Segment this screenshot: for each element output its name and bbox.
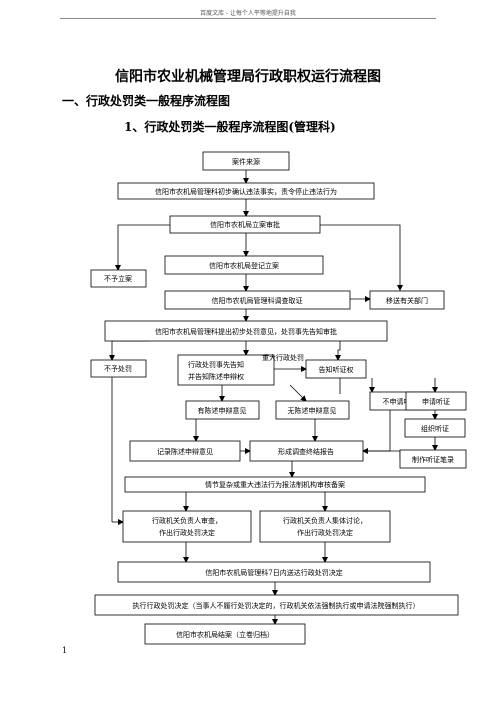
- node-prior-notice: 行政处罚事先告知 并告知陈述申辩权: [177, 354, 275, 386]
- node-label: 信阳市农机局管理科7日内送达行政处罚决定: [205, 568, 342, 577]
- node-close-case: 信阳市农机局结案（立卷归档）: [144, 623, 306, 645]
- page-header: 百度文库 - 让每个人平等地提升自我: [200, 10, 296, 17]
- node-organize-hearing: 组织听证: [404, 418, 466, 438]
- node-label: 无陈述申辩意见: [288, 406, 337, 415]
- node-legal-review: 情节复杂或重大违法行为报法制机构审核备案: [124, 476, 426, 493]
- node-label: 执行行政处罚决定（当事人不履行处罚决定的，行政机关依法强制执行或申请法院强制执行…: [133, 601, 420, 610]
- node-propose-opinion: 信阳市农机局管理科提出初步处罚意见，处罚事先告知审批: [104, 320, 388, 342]
- connectors: [109, 170, 438, 625]
- node-label: 不申请听证: [383, 397, 418, 406]
- node-investigation: 信阳市农机局管理科调查取证: [164, 290, 351, 310]
- node-label: 记录陈述申辩意见: [157, 447, 213, 456]
- node-label: 有陈述申辩意见: [198, 406, 247, 415]
- node-label: 并告知陈述申辩权: [188, 372, 244, 381]
- node-hearing-transcript: 制作听证笔录: [399, 449, 467, 469]
- node-record-statement: 记录陈述申辩意见: [129, 440, 241, 462]
- node-label: 不予处罚: [104, 364, 132, 373]
- node-serve-decision: 信阳市农机局管理科7日内送达行政处罚决定: [117, 561, 431, 583]
- node-label: 作出行政处罚决定: [159, 528, 215, 537]
- node-label: 信阳市农机局立案审批: [210, 220, 280, 229]
- node-label: 信阳市农机局管理科调查取证: [212, 296, 303, 305]
- node-no-filing: 不予立案: [90, 269, 147, 288]
- node-label: 信阳市农机局结案（立卷归档）: [176, 630, 274, 639]
- node-label: 案件来源: [232, 157, 260, 166]
- node-no-statement: 无陈述申辩意见: [275, 400, 350, 420]
- node-label: 告知听证权: [319, 365, 354, 374]
- node-case-source: 案件来源: [202, 151, 290, 171]
- header-rule: [60, 18, 436, 19]
- node-label: 申请听证: [422, 397, 450, 406]
- node-label: 信阳市农机局管理科提出初步处罚意见，处罚事先告知审批: [155, 327, 337, 336]
- node-label: 形成调查终结报告: [278, 447, 334, 456]
- node-final-report: 形成调查终结报告: [249, 440, 364, 462]
- node-label: 移送有关部门: [386, 296, 428, 305]
- node-label: 制作听证笔录: [412, 455, 454, 464]
- node-initial-confirm: 信阳市农机局管理科初步确认违法事实，责令停止违法行为: [117, 182, 375, 200]
- node-no-penalty: 不予处罚: [90, 359, 147, 378]
- node-transfer: 移送有关部门: [369, 290, 445, 310]
- node-label: 信阳市农机局登记立案: [209, 261, 279, 270]
- node-label: 组织听证: [421, 424, 449, 433]
- node-label: 行政处罚事先告知: [188, 360, 244, 369]
- node-has-statement: 有陈述申辩意见: [185, 400, 260, 420]
- node-label: 信阳市农机局管理科初步确认违法事实，责令停止违法行为: [155, 187, 337, 196]
- major-penalty-label: 重大行政处罚: [262, 353, 304, 362]
- node-filing-approval: 信阳市农机局立案审批: [169, 215, 321, 234]
- document-title: 信阳市农业机械管理局行政职权运行流程图: [115, 69, 381, 85]
- node-hearing-notice: 告知听证权: [305, 359, 367, 379]
- node-label: 行政机关负责人集体讨论，: [283, 516, 367, 525]
- node-apply-for-hearing: 申请听证: [405, 391, 467, 411]
- page-number: 1: [62, 646, 68, 655]
- node-label: 行政机关负责人审查，: [152, 516, 222, 525]
- node-collective-discussion: 行政机关负责人集体讨论， 作出行政处罚决定: [259, 510, 391, 543]
- node-label: 不予立案: [104, 274, 132, 283]
- subsection-heading: 1、行政处罚类一般程序流程图(管理科): [124, 120, 336, 134]
- node-register-filing: 信阳市农机局登记立案: [164, 255, 324, 275]
- node-label: 作出行政处罚决定: [297, 528, 353, 537]
- section-heading: 一、行政处罚类一般程序流程图: [62, 94, 231, 108]
- node-execute: 执行行政处罚决定（当事人不履行处罚决定的，行政机关依法强制执行或申请法院强制执行…: [94, 594, 459, 616]
- node-head-review: 行政机关负责人审查， 作出行政处罚决定: [122, 510, 252, 543]
- node-label: 情节复杂或重大违法行为报法制机构审核备案: [205, 480, 345, 489]
